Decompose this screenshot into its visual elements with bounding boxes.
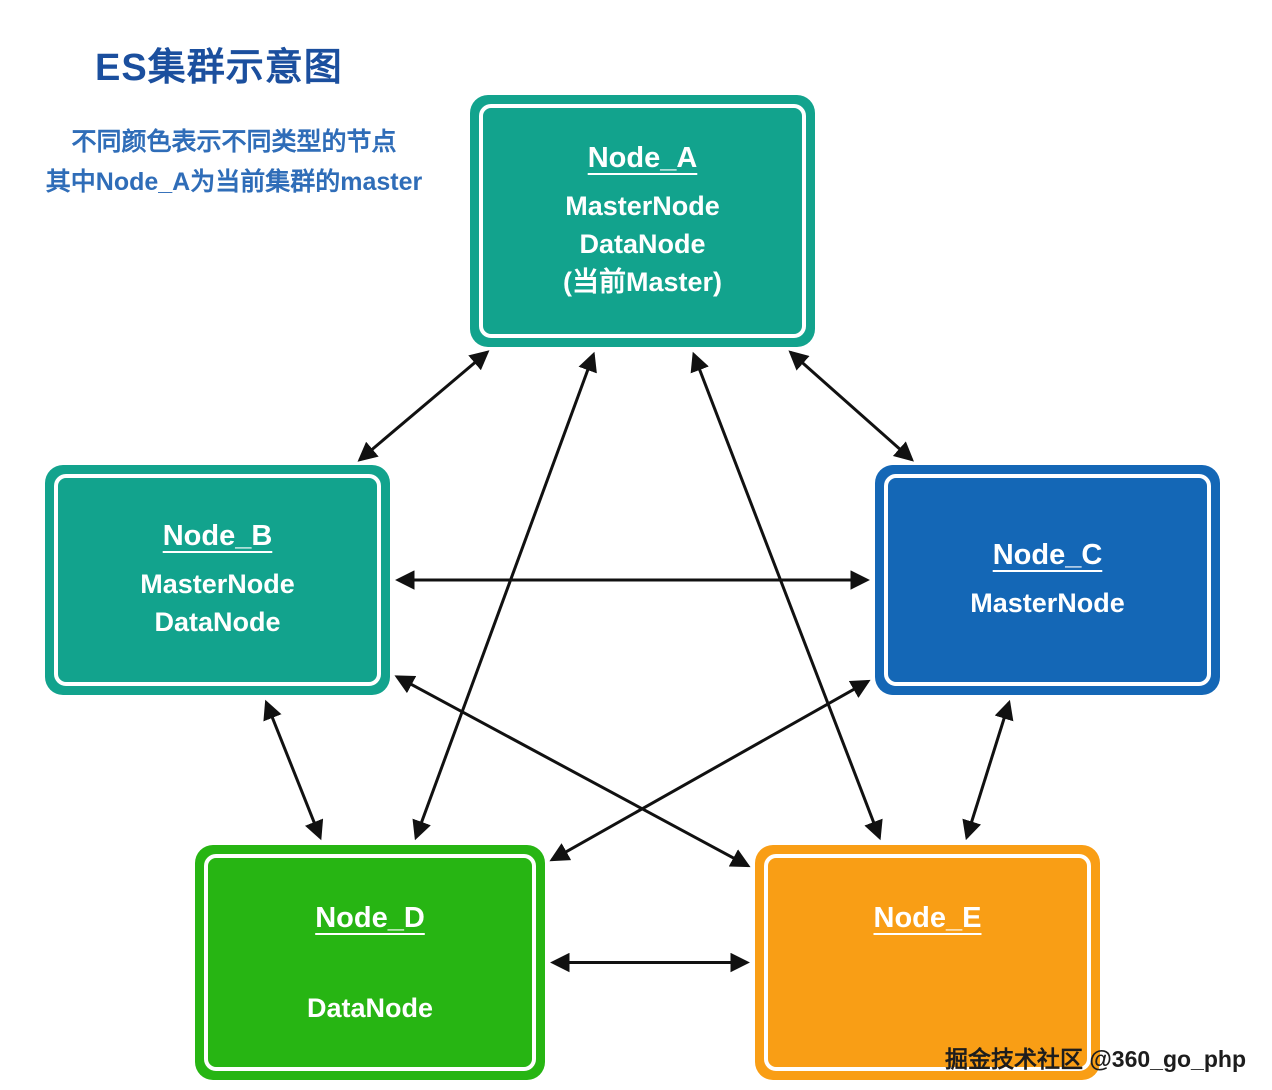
node-c-role-1: MasterNode bbox=[970, 587, 1125, 618]
page-title: ES集群示意图 bbox=[95, 47, 343, 89]
node-e-title: Node_E bbox=[873, 902, 982, 934]
legend-note-line-2: 其中Node_A为当前集群的master bbox=[45, 168, 423, 196]
node-d-title: Node_D bbox=[315, 902, 425, 934]
edge-C-E bbox=[962, 699, 1014, 841]
edge-B-D bbox=[263, 699, 324, 841]
node-a-role-2: DataNode bbox=[579, 228, 706, 259]
node-c-content: Node_C MasterNode bbox=[884, 474, 1211, 686]
node-a-role-1: MasterNode bbox=[565, 190, 720, 221]
diagram-legend-note: 不同颜色表示不同类型的节点 其中Node_A为当前集群的master bbox=[34, 122, 434, 202]
node-a-role-3: (当前Master) bbox=[562, 266, 723, 297]
edge-B-E bbox=[394, 675, 751, 868]
node-b-role-2: DataNode bbox=[154, 606, 281, 637]
node-c-title: Node_C bbox=[992, 538, 1103, 571]
node-a-content: Node_A MasterNode DataNode (当前Master) bbox=[479, 104, 806, 338]
node-b-role-1: MasterNode bbox=[140, 568, 295, 599]
node-d-content: Node_D DataNode bbox=[204, 854, 536, 1071]
watermark: 掘金技术社区 @360_go_php bbox=[944, 1046, 1246, 1072]
node-e-content: Node_E bbox=[764, 854, 1091, 1071]
edge-A-C bbox=[788, 350, 914, 462]
node-d-box: Node_D DataNode bbox=[195, 845, 545, 1080]
node-e-box: Node_E bbox=[755, 845, 1100, 1080]
edge-C-D bbox=[549, 679, 871, 862]
edge-A-D bbox=[412, 351, 597, 841]
node-d-role-1: DataNode bbox=[306, 993, 434, 1023]
node-a-title: Node_A bbox=[587, 141, 698, 174]
node-b-box: Node_B MasterNode DataNode bbox=[45, 465, 390, 695]
edge-A-B bbox=[357, 350, 490, 462]
node-c-box: Node_C MasterNode bbox=[875, 465, 1220, 695]
node-a-box: Node_A MasterNode DataNode (当前Master) bbox=[470, 95, 815, 347]
node-b-title: Node_B bbox=[162, 519, 273, 552]
node-b-content: Node_B MasterNode DataNode bbox=[54, 474, 381, 686]
legend-note-line-1: 不同颜色表示不同类型的节点 bbox=[71, 128, 397, 156]
